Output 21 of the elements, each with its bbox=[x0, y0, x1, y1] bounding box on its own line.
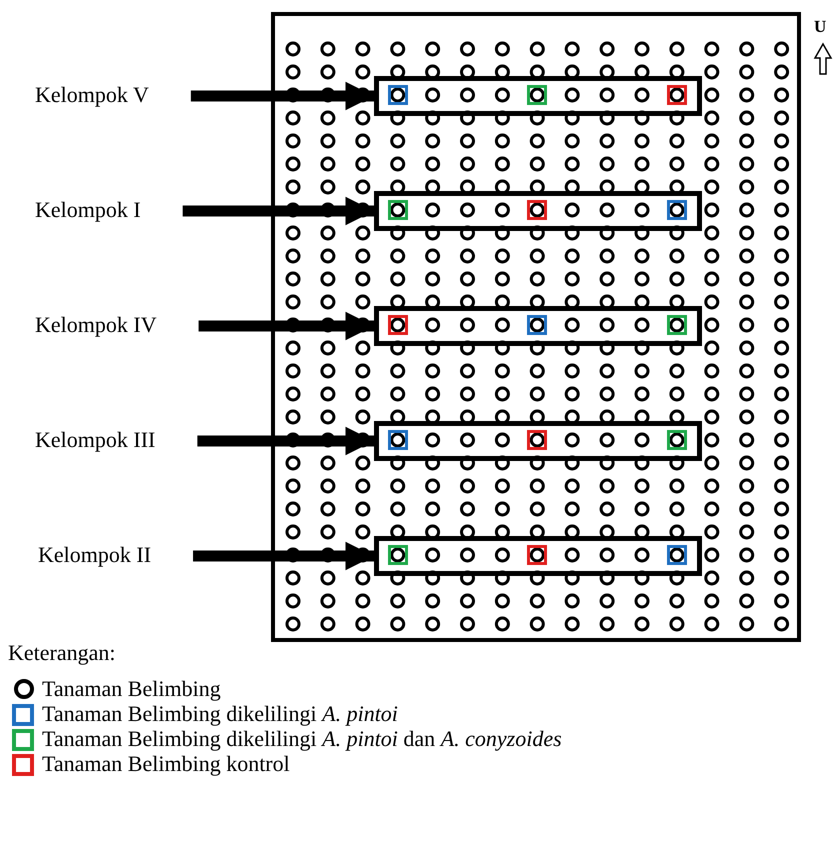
legend-title: Keterangan: bbox=[8, 640, 116, 666]
plot-row-box bbox=[374, 191, 702, 231]
legend-text: Tanaman Belimbing bbox=[42, 676, 221, 702]
group-label: Kelompok III bbox=[35, 427, 196, 453]
legend-text: Tanaman Belimbing kontrol bbox=[42, 751, 290, 777]
plot-row-box bbox=[374, 306, 702, 346]
group-label: Kelompok IV bbox=[35, 312, 197, 338]
plot-row-box bbox=[374, 536, 702, 576]
group-label: Kelompok II bbox=[38, 542, 192, 568]
arrow bbox=[198, 312, 374, 340]
group-label: Kelompok V bbox=[35, 82, 189, 108]
north-label: U bbox=[814, 16, 826, 38]
legend-text: Tanaman Belimbing dikelilingi A. pintoi bbox=[42, 701, 398, 727]
arrow bbox=[182, 196, 374, 226]
legend-text: Tanaman Belimbing dikelilingi A. pintoi dan A. conyzoides bbox=[42, 726, 562, 752]
group-label: Kelompok I bbox=[35, 197, 181, 223]
arrow bbox=[190, 82, 374, 110]
arrow bbox=[193, 542, 374, 570]
plot-row-box bbox=[374, 421, 702, 461]
arrow bbox=[197, 426, 374, 456]
plot-row-box bbox=[374, 76, 702, 116]
